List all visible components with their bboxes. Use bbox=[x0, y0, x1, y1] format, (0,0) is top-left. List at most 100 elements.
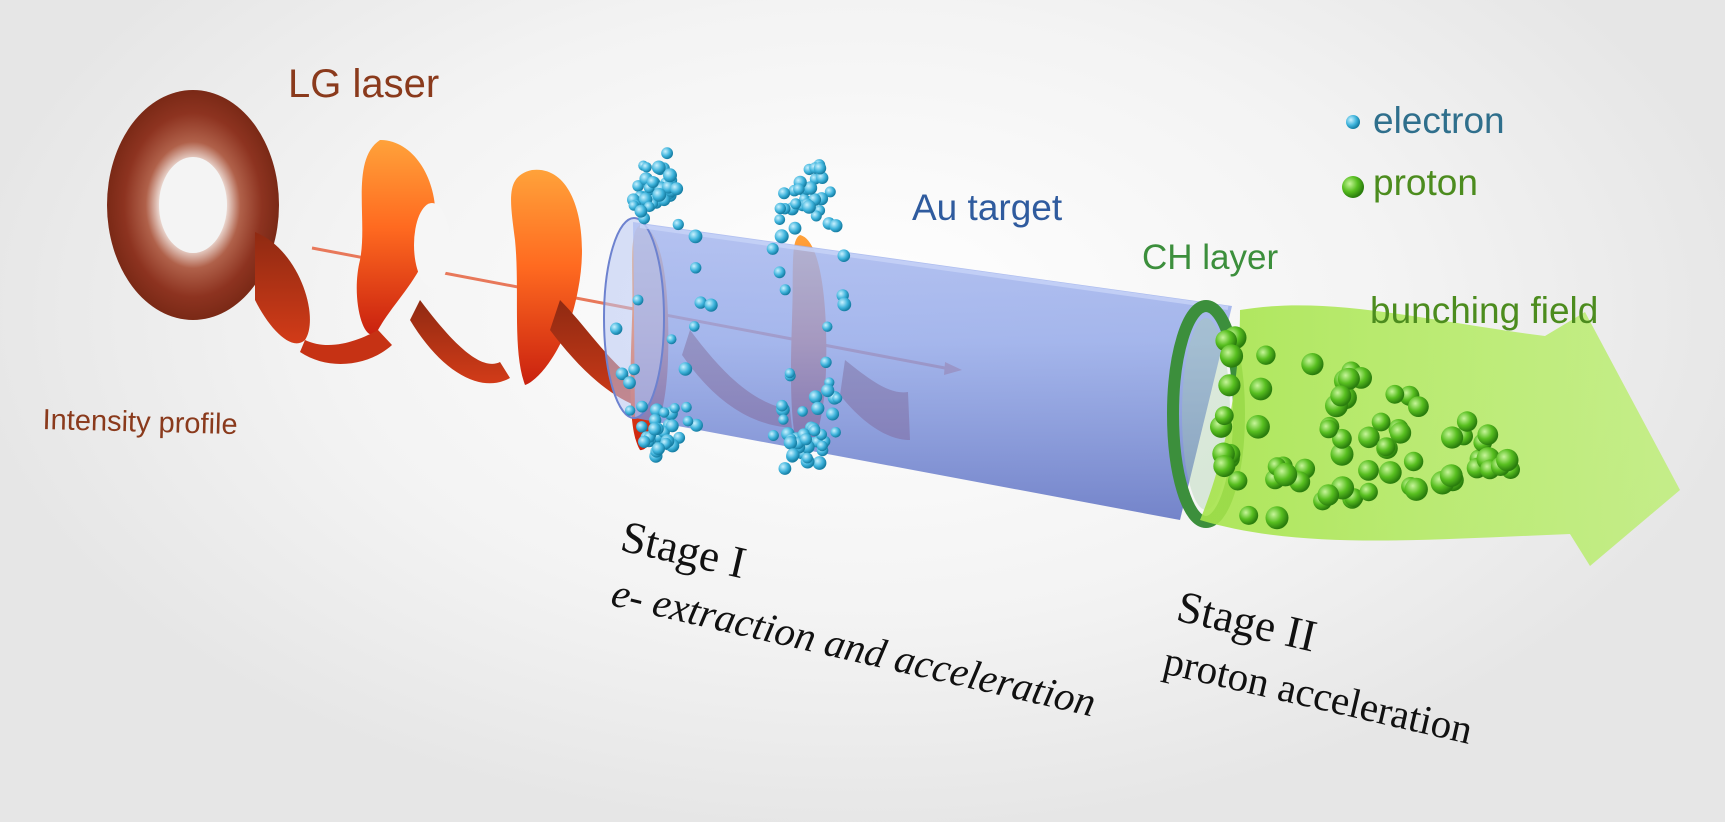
electron-particle bbox=[802, 452, 813, 464]
au-target-cylinder bbox=[603, 217, 1232, 520]
electron-particle bbox=[652, 188, 667, 202]
electron-particle bbox=[779, 284, 791, 296]
lg-laser-label: LG laser bbox=[288, 62, 440, 106]
electron-particle bbox=[821, 383, 835, 398]
electron-particle bbox=[812, 456, 827, 470]
electron-particle bbox=[803, 181, 818, 195]
proton-particle bbox=[1456, 411, 1478, 432]
electron-particle bbox=[822, 321, 833, 332]
electron-particle bbox=[663, 168, 677, 183]
proton-particle bbox=[1218, 374, 1241, 397]
legend-electron-marker bbox=[1346, 115, 1360, 129]
electron-particle bbox=[778, 187, 791, 200]
electron-particle bbox=[829, 219, 843, 233]
electron-particle bbox=[652, 442, 665, 456]
electron-particle bbox=[767, 430, 779, 441]
proton-particle bbox=[1389, 422, 1412, 444]
proton-particle bbox=[1319, 419, 1338, 439]
electron-particle bbox=[810, 210, 822, 222]
electron-particle bbox=[636, 421, 648, 433]
electron-particle bbox=[670, 182, 684, 196]
electron-particle bbox=[641, 162, 652, 173]
electron-particle bbox=[690, 262, 702, 274]
electron-particle bbox=[816, 171, 829, 184]
proton-particle bbox=[1404, 477, 1428, 501]
electron-particle bbox=[688, 229, 703, 244]
proton-particle bbox=[1214, 406, 1234, 426]
proton-particle bbox=[1249, 377, 1273, 401]
proton-particle bbox=[1337, 367, 1360, 390]
electron-cloud bbox=[610, 147, 852, 475]
electron-particle bbox=[802, 200, 816, 214]
au-target-label: Au target bbox=[912, 187, 1063, 228]
proton-particle bbox=[1358, 460, 1379, 481]
electron-particle bbox=[809, 425, 821, 437]
electron-particle bbox=[766, 242, 779, 255]
proton-cloud bbox=[1210, 326, 1520, 530]
proton-particle bbox=[1330, 442, 1354, 466]
proton-particle bbox=[1246, 415, 1270, 439]
intensity-profile-ring bbox=[107, 90, 279, 320]
electron-particle bbox=[774, 229, 789, 244]
electron-particle bbox=[624, 405, 636, 416]
electron-particle bbox=[824, 186, 836, 198]
electron-particle bbox=[776, 399, 788, 412]
electron-particle bbox=[799, 433, 813, 446]
proton-particle bbox=[1408, 396, 1429, 417]
electron-particle bbox=[837, 249, 851, 262]
electron-particle bbox=[665, 419, 679, 433]
electron-particle bbox=[682, 415, 694, 427]
ch-layer-label: CH layer bbox=[1142, 238, 1279, 277]
electron-particle bbox=[820, 356, 832, 368]
electron-particle bbox=[790, 198, 802, 210]
electron-particle bbox=[774, 214, 786, 226]
electron-particle bbox=[704, 298, 718, 312]
electron-particle bbox=[788, 221, 802, 235]
proton-particle bbox=[1273, 462, 1298, 487]
proton-particle bbox=[1213, 455, 1236, 478]
proton-particle bbox=[1378, 461, 1402, 484]
proton-particle bbox=[1239, 505, 1259, 525]
electron-particle bbox=[826, 407, 840, 421]
proton-particle bbox=[1359, 482, 1378, 502]
electron-particle bbox=[832, 393, 843, 404]
electron-particle bbox=[811, 401, 825, 415]
electron-particle bbox=[623, 376, 636, 390]
electron-particle bbox=[837, 297, 852, 312]
electron-particle bbox=[797, 406, 808, 417]
electron-particle bbox=[632, 294, 644, 306]
proton-particle bbox=[1439, 464, 1463, 487]
proton-particle bbox=[1317, 484, 1340, 506]
electron-particle bbox=[778, 462, 792, 475]
electron-particle bbox=[659, 407, 670, 418]
electron-particle bbox=[689, 321, 700, 332]
proton-particle bbox=[1265, 506, 1289, 530]
electron-particle bbox=[816, 440, 828, 452]
electron-particle bbox=[634, 204, 648, 218]
electron-particle bbox=[669, 403, 680, 414]
electron-particle bbox=[648, 422, 662, 436]
electron-particle bbox=[678, 362, 693, 376]
legend-proton-marker bbox=[1342, 176, 1364, 198]
electron-particle bbox=[793, 183, 805, 195]
electron-particle bbox=[784, 368, 795, 379]
proton-particle bbox=[1219, 344, 1244, 368]
bunching-field-label: bunching field bbox=[1370, 290, 1599, 331]
electron-particle bbox=[694, 296, 707, 309]
proton-particle bbox=[1228, 471, 1248, 491]
proton-particle bbox=[1376, 437, 1396, 457]
proton-particle bbox=[1256, 345, 1276, 365]
electron-particle bbox=[786, 448, 800, 462]
proton-particle bbox=[1403, 451, 1424, 472]
proton-particle bbox=[1301, 353, 1324, 376]
electron-particle bbox=[830, 427, 841, 438]
electron-particle bbox=[610, 322, 623, 335]
electron-particle bbox=[774, 202, 786, 215]
electron-particle bbox=[615, 367, 629, 381]
electron-particle bbox=[646, 176, 659, 188]
proton-particle bbox=[1332, 428, 1352, 449]
legend-proton-label: proton bbox=[1373, 162, 1478, 203]
proton-particle bbox=[1330, 385, 1352, 407]
